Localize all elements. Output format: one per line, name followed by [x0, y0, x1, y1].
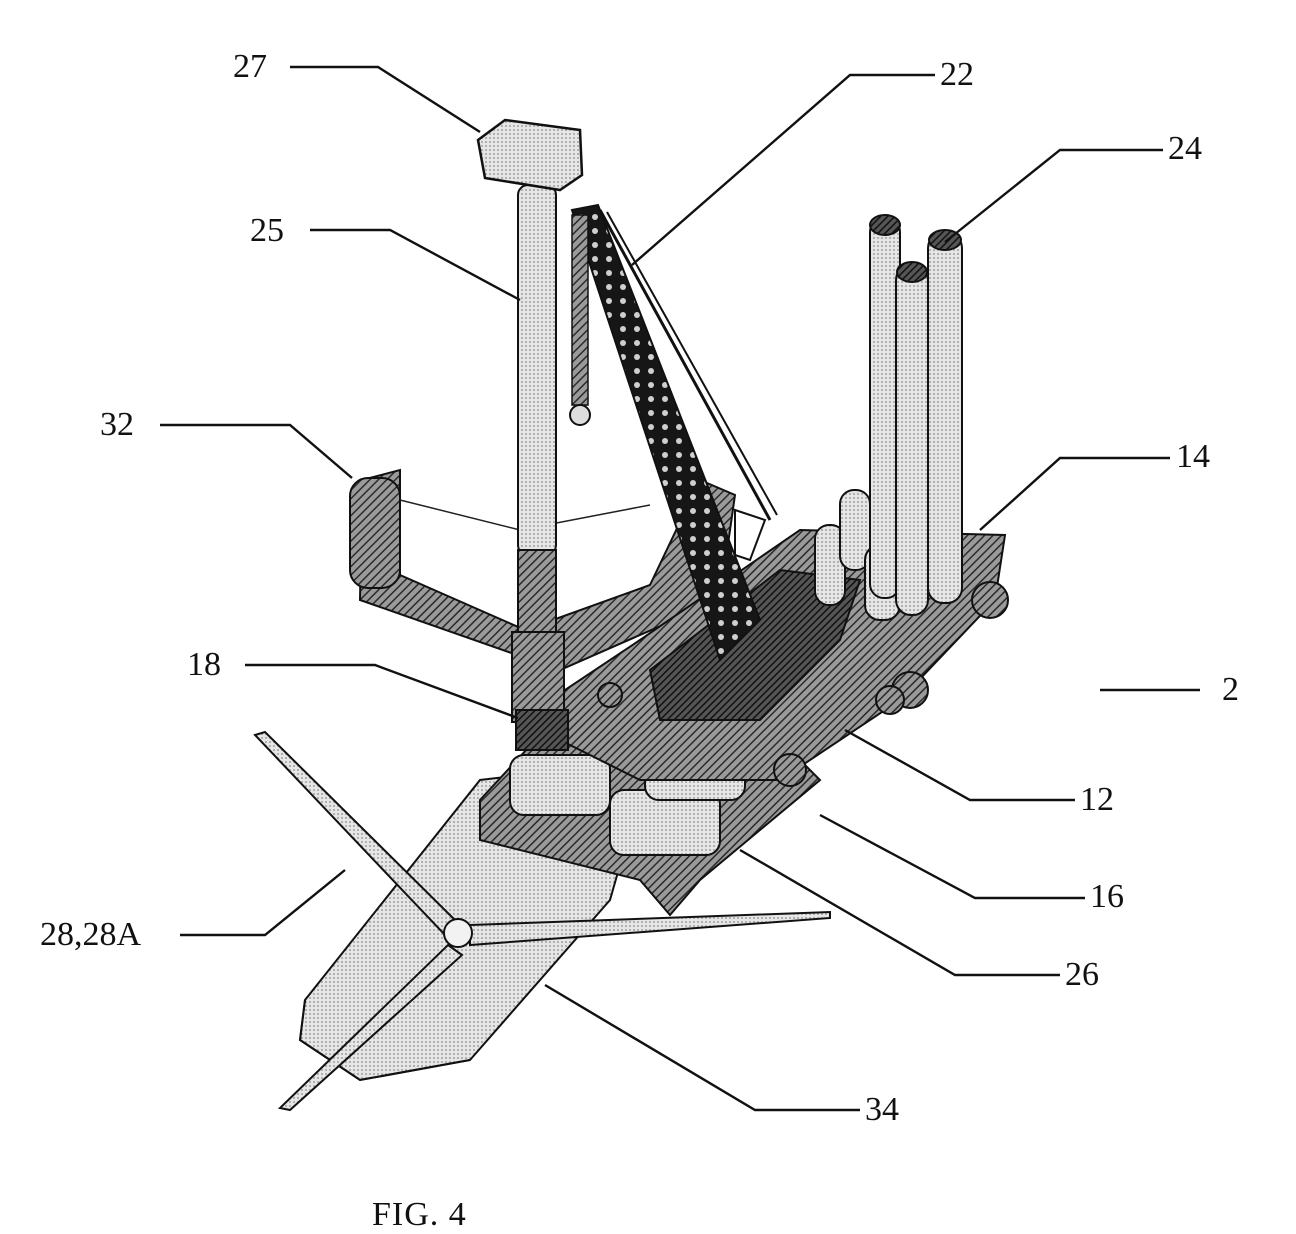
legs-24: [869, 214, 963, 616]
ref-22: 22: [940, 56, 974, 93]
crane-22: [569, 203, 778, 662]
figure-caption: FIG. 4: [372, 1196, 467, 1233]
ref-2: 2: [1222, 671, 1239, 708]
ref-12: 12: [1080, 781, 1114, 818]
ref-26: 26: [1065, 956, 1099, 993]
nacelle-27: [476, 118, 584, 192]
ref-24: 24: [1168, 130, 1202, 167]
ref-18: 18: [187, 646, 221, 683]
ref-14: 14: [1176, 438, 1210, 475]
ref-25: 25: [250, 212, 284, 249]
tower-25: [511, 184, 569, 751]
leader-lines: [160, 65, 1200, 1112]
rotor-28: [253, 730, 831, 1112]
ref-34: 34: [865, 1091, 899, 1128]
ref-32: 32: [100, 406, 134, 443]
ref-16: 16: [1090, 878, 1124, 915]
ref-27: 27: [233, 48, 267, 85]
ref-28-28a: 28,28A: [40, 916, 142, 953]
